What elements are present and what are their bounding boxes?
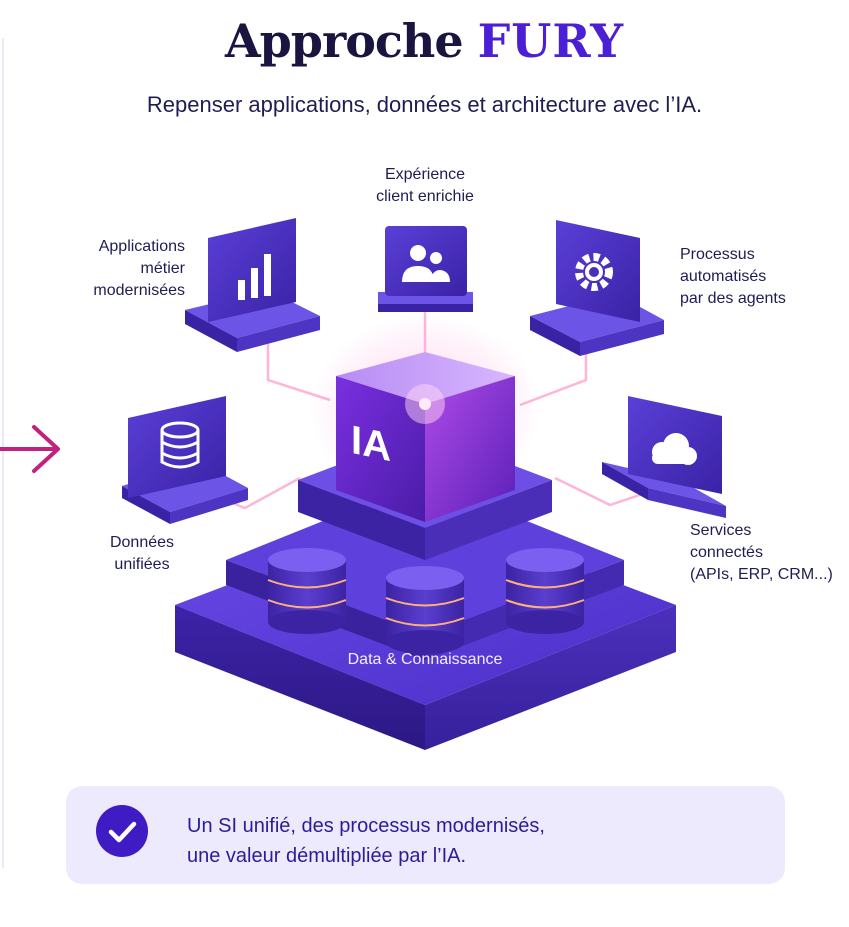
users-icon (402, 245, 450, 282)
left-divider (2, 38, 4, 868)
cloud-icon (652, 433, 697, 465)
label-apps: Applications métier modernisées (93, 238, 185, 299)
check-icon (108, 821, 137, 843)
bar-chart-icon (238, 254, 271, 300)
title-prefix: Approche (224, 14, 464, 68)
data-disk-left (267, 548, 347, 634)
ia-cube (310, 315, 540, 522)
page-subtitle: Repenser applications, données et archit… (146, 92, 703, 117)
title-accent: FURY (477, 14, 625, 68)
data-disk-right (505, 548, 585, 634)
arrow-right-icon (0, 425, 60, 473)
page-title: Approche FURY (0, 14, 849, 68)
database-icon (160, 421, 200, 469)
check-badge (96, 805, 148, 857)
gear-icon (575, 253, 613, 291)
label-experience: Expérience client enrichie (376, 166, 474, 205)
data-disk-center (385, 566, 465, 654)
ia-label: IA (351, 417, 391, 471)
label-processus: Processus automatisés par des agents (680, 246, 786, 307)
banner-text: Un SI unifié, des processus modernisés, … (187, 815, 545, 867)
label-donnees: Données unifiées (109, 534, 175, 573)
base-label: Data & Connaissance (347, 651, 503, 668)
label-services: Services connectés (APIs, ERP, CRM...) (690, 522, 833, 583)
card-donnees (122, 396, 248, 524)
summary-banner (66, 786, 785, 884)
architecture-diagram (122, 218, 726, 750)
